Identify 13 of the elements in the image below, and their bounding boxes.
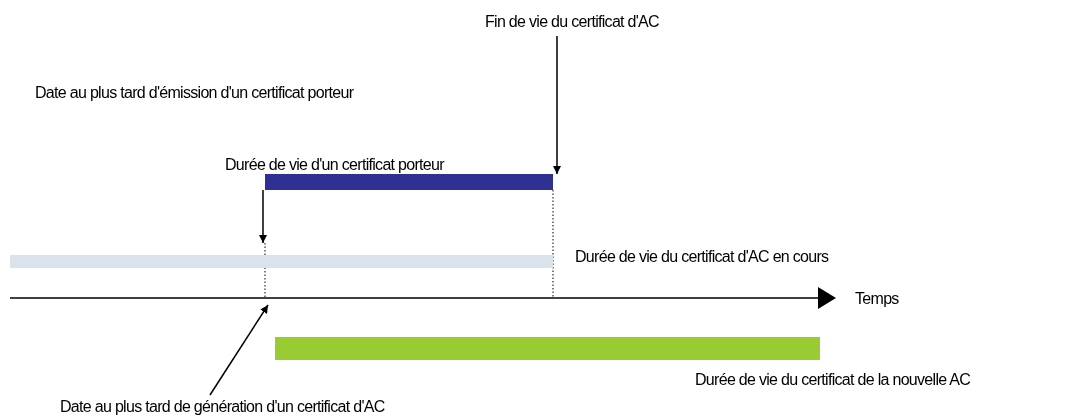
axis-label: Temps bbox=[855, 289, 899, 309]
bar-label: Durée de vie d'un certificat porteur bbox=[225, 155, 444, 175]
timeline-bar bbox=[265, 174, 553, 190]
timeline-bar bbox=[275, 337, 820, 360]
arrow bbox=[553, 35, 561, 175]
annotation-text: Fin de vie du certificat d'AC bbox=[485, 12, 659, 32]
arrow bbox=[209, 304, 269, 396]
bar-label: Durée de vie du certificat de la nouvelle AC bbox=[695, 370, 971, 390]
annotation-text: Date au plus tard de génération d'un certificat d'AC bbox=[60, 397, 385, 417]
annotation-text: Date au plus tard d'émission d'un certificat porteur bbox=[35, 83, 354, 103]
arrow bbox=[259, 189, 267, 244]
bar-label: Durée de vie du certificat d'AC en cours bbox=[575, 247, 829, 267]
timeline-bar bbox=[10, 255, 553, 268]
